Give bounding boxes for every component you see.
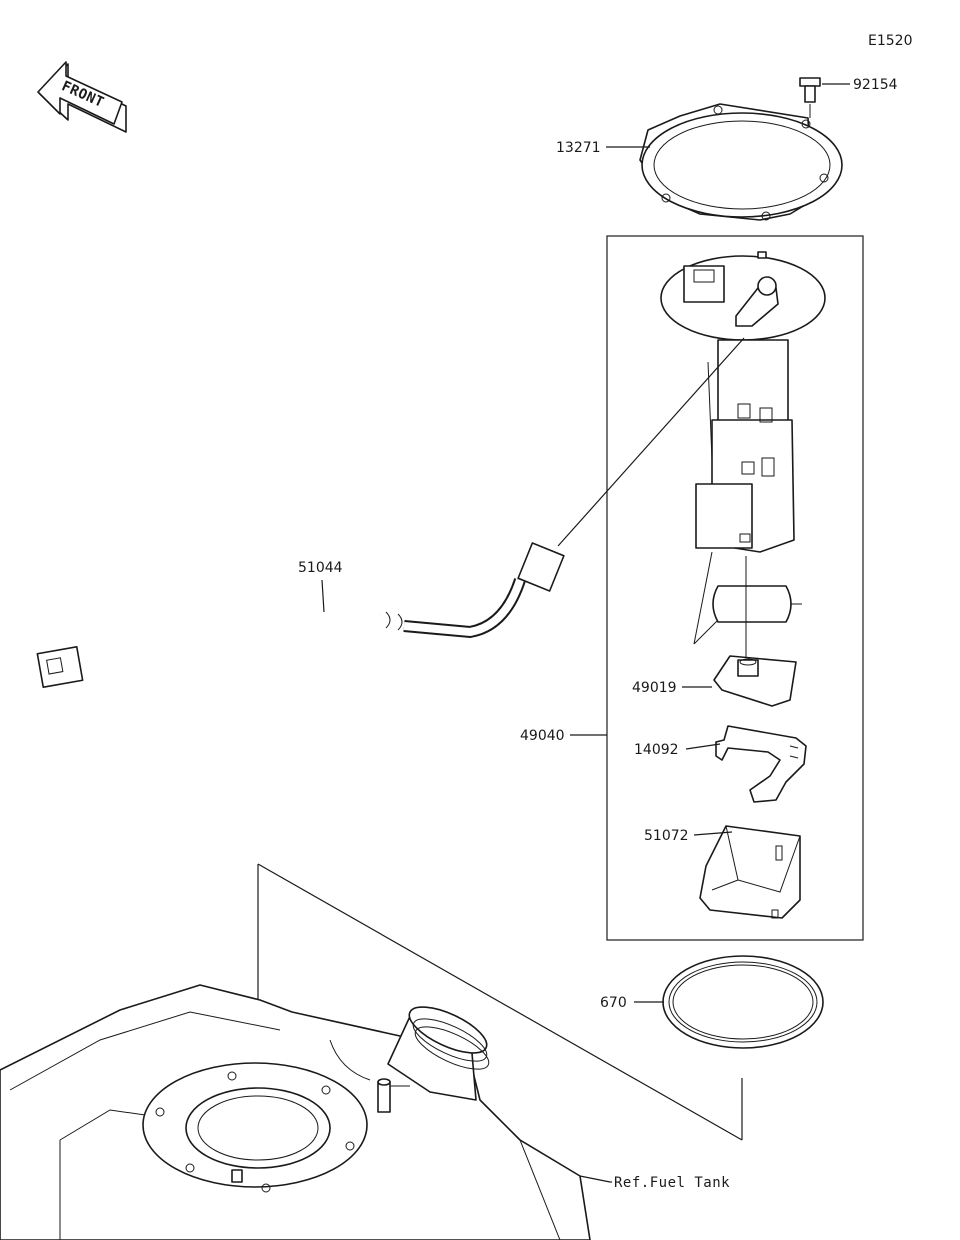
pump-assembly-frame <box>606 235 864 941</box>
tank-reference-label: Ref.Fuel Tank <box>614 1175 730 1191</box>
part-label-13271: 13271 <box>556 140 601 156</box>
pump-flange-part <box>660 251 826 341</box>
o-ring-part <box>662 955 824 1049</box>
part-label-49040: 49040 <box>520 728 565 744</box>
cover-part <box>699 825 801 919</box>
diagram-code: E1520 <box>868 33 912 49</box>
bracket-part <box>715 725 807 803</box>
gasket-plate-part <box>639 103 843 221</box>
part-label-51044: 51044 <box>298 560 343 576</box>
part-label-92154: 92154 <box>853 77 898 93</box>
fuel-hose-part <box>36 542 565 690</box>
float-part <box>712 585 802 623</box>
bolt-part <box>799 77 821 118</box>
part-label-14092: 14092 <box>634 742 679 758</box>
part-label-670: 670 <box>600 995 627 1011</box>
fuel-tank <box>0 984 591 1240</box>
filter-part <box>713 556 797 707</box>
part-label-51072: 51072 <box>644 828 689 844</box>
front-arrow-icon: FRONT <box>37 61 127 133</box>
part-label-49019: 49019 <box>632 680 677 696</box>
pump-body-part <box>693 339 795 645</box>
